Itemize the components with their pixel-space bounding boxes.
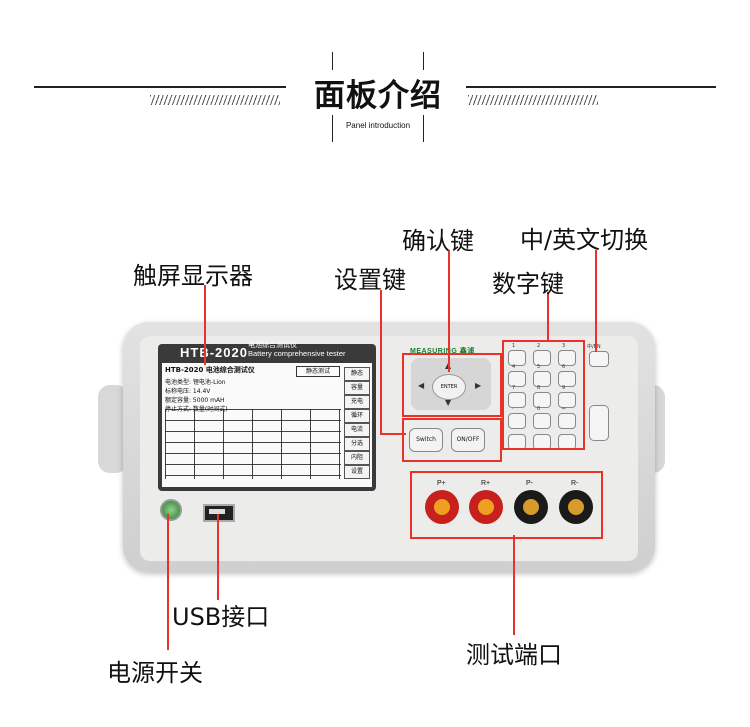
key-7[interactable]	[508, 392, 526, 408]
screen-table-columns	[165, 409, 341, 479]
key-label-4: 4	[512, 364, 516, 370]
screen-row: 电池类型: 锂电池-Lion	[165, 379, 226, 386]
label-lang-switch: 中/英文切换	[520, 226, 649, 254]
leader-numeric	[547, 292, 549, 342]
usb-port-slot	[209, 509, 225, 514]
key-label-8: 8	[537, 385, 541, 391]
leader-settings-h	[380, 433, 406, 435]
key-5[interactable]	[533, 371, 551, 387]
label-numeric-keys: 数字键	[492, 270, 564, 298]
label-touchscreen: 触屏显示器	[133, 262, 253, 290]
header-line-right	[466, 86, 716, 88]
lang-switch-button[interactable]	[589, 351, 609, 367]
screen-side-button[interactable]: 容量	[344, 381, 370, 395]
terminal-label-p-plus: P+	[437, 480, 446, 487]
label-test-ports: 测试端口	[466, 641, 562, 669]
terminal-label-p-minus: P-	[526, 480, 533, 487]
terminal-label-r-plus: R+	[481, 480, 491, 487]
lang-switch-label: 中/EN	[587, 344, 601, 350]
leader-terminals	[513, 535, 515, 635]
model-name: HTB-2020	[180, 345, 248, 360]
label-power-switch: 电源开关	[107, 659, 203, 687]
label-confirm-key: 确认键	[402, 227, 474, 255]
screen-tab[interactable]: 静态测试	[296, 366, 340, 377]
terminal-r-plus[interactable]	[469, 490, 503, 524]
screen-side-button[interactable]: 静态	[344, 367, 370, 381]
label-usb-port: USB接口	[172, 603, 270, 631]
model-name-en: Battery comprehensive tester	[248, 349, 346, 358]
key-label-7: 7	[512, 385, 516, 391]
key-label-5: 5	[537, 364, 541, 370]
key-label-back: ←	[562, 406, 567, 412]
callout-box-settings	[402, 418, 502, 462]
key-4[interactable]	[508, 371, 526, 387]
screen-side-button[interactable]: 内阻	[344, 451, 370, 465]
header-hatch-left	[150, 95, 280, 105]
key-label-2: 2	[537, 343, 541, 349]
key-0[interactable]	[533, 413, 551, 429]
key-1[interactable]	[508, 350, 526, 366]
key-label-dot: ·	[512, 406, 514, 412]
large-function-key[interactable]	[589, 405, 609, 441]
terminal-p-minus[interactable]	[514, 490, 548, 524]
callout-box-confirm	[402, 353, 502, 417]
terminal-p-plus[interactable]	[425, 490, 459, 524]
terminal-core	[523, 499, 539, 515]
switch-button[interactable]: Switch	[409, 428, 443, 452]
header-line-left	[34, 86, 286, 88]
key-8[interactable]	[533, 392, 551, 408]
screen-row: 标称电压: 14.4V	[165, 388, 211, 395]
key-label-6: 6	[562, 364, 566, 370]
page-subtitle: Panel introduction	[345, 121, 411, 130]
key-label-3: 3	[562, 343, 566, 349]
model-name-cn: 电池综合测试仪	[248, 342, 297, 349]
leader-usb	[217, 514, 219, 600]
leader-touchscreen	[204, 285, 206, 365]
terminal-core	[478, 499, 494, 515]
arrow-down-icon[interactable]: ▼	[445, 398, 452, 407]
arrow-left-icon[interactable]: ◀	[418, 381, 425, 390]
brand-logo: MEASURING 鑫浦	[410, 348, 475, 355]
leader-lang	[595, 250, 597, 352]
screen-title: HTB-2020 电池综合测试仪	[165, 366, 255, 374]
arrow-right-icon[interactable]: ▶	[475, 381, 482, 390]
callout-box-terminals	[410, 471, 603, 539]
screen-side-button[interactable]: 分选	[344, 437, 370, 451]
page-title: 面板介绍	[298, 70, 458, 115]
callout-box-numeric	[502, 340, 585, 450]
terminal-core	[568, 499, 584, 515]
terminal-r-minus[interactable]	[559, 490, 593, 524]
key-6[interactable]	[558, 371, 576, 387]
key-3[interactable]	[558, 350, 576, 366]
key-label-1: 1	[512, 343, 516, 349]
screen-side-button[interactable]: 充电	[344, 395, 370, 409]
screen-side-button[interactable]: 循环	[344, 409, 370, 423]
screen-side-button[interactable]: 电流	[344, 423, 370, 437]
leader-settings-v	[380, 290, 382, 434]
leader-confirm	[448, 250, 450, 372]
key-dot[interactable]	[508, 413, 526, 429]
terminal-label-r-minus: R-	[571, 480, 579, 487]
label-settings-key: 设置键	[334, 266, 406, 294]
screen-side-button[interactable]: 设置	[344, 465, 370, 479]
key-9[interactable]	[558, 392, 576, 408]
key-label-0: 0	[537, 406, 541, 412]
terminal-core	[434, 499, 450, 515]
leader-power	[167, 514, 169, 650]
screen-row: 额定容量: 5000 mAH	[165, 397, 225, 404]
power-button[interactable]	[160, 499, 182, 521]
key-2[interactable]	[533, 350, 551, 366]
key-backspace[interactable]	[558, 413, 576, 429]
header-hatch-right	[468, 95, 598, 105]
enter-button[interactable]: ENTER	[432, 374, 466, 400]
onoff-button[interactable]: ON/OFF	[451, 428, 485, 452]
key-label-9: 9	[562, 385, 566, 391]
